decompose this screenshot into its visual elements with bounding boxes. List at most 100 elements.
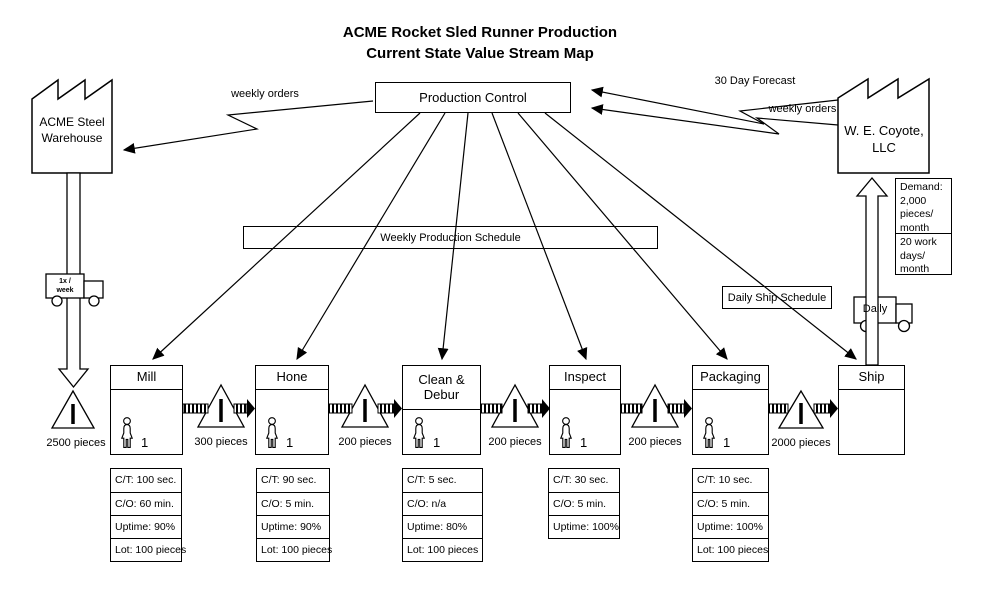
push-arrow-packaging-ship: [767, 399, 838, 418]
demand-line3: pieces/: [900, 208, 934, 220]
map-title-line2: Current State Value Stream Map: [366, 45, 594, 62]
schedule-arrow-packaging: [517, 112, 728, 360]
demand-cell-1: Demand: 2,000 pieces/ month: [896, 179, 951, 234]
process-box-hone: Hone 1: [255, 365, 329, 455]
weekly-orders-left-label: weekly orders: [231, 88, 299, 100]
data-row: C/O: 60 min.: [111, 492, 181, 515]
daily-ship-schedule-box: Daily Ship Schedule: [722, 286, 832, 309]
weekly-orders-right-label: weekly orders: [768, 103, 837, 115]
demand-line4: month: [900, 221, 930, 234]
push-arrow-mill-hone: [182, 399, 255, 418]
weekly-truck-icon: [45, 273, 104, 307]
data-row: C/T: 10 sec.: [697, 474, 753, 486]
data-row: Lot: 100 pieces: [403, 538, 482, 561]
data-box-hone: C/T: 90 sec. C/O: 5 min. Uptime: 90% Lot…: [256, 468, 332, 562]
demand-cell-2: 20 work days/ month: [896, 234, 951, 277]
supplier-factory-icon: [31, 78, 113, 174]
operator: 1: [701, 417, 730, 449]
schedule-arrow-inspect: [491, 112, 588, 361]
weekly-production-schedule-box: Weekly Production Schedule: [243, 226, 658, 249]
data-row: C/O: 5 min.: [257, 492, 329, 515]
daily-truck-label: Daily: [862, 303, 888, 315]
data-row: Lot: 100 pieces: [257, 538, 332, 561]
weekly-orders-left-arrow: [122, 100, 374, 154]
process-name: Clean & Debur: [403, 366, 480, 410]
process-box-clean-debur: Clean & Debur 1: [402, 365, 481, 455]
process-name: Mill: [111, 366, 182, 390]
workdays-line3: month: [900, 263, 930, 275]
inventory-triangle-1: [196, 383, 246, 428]
operator-count: 1: [580, 435, 588, 450]
data-row: Uptime: 80%: [403, 515, 482, 538]
operator: 1: [264, 417, 293, 449]
process-box-ship: Ship: [838, 365, 905, 455]
operator: 1: [411, 417, 440, 449]
schedule-arrow-ship: [544, 112, 857, 360]
data-row: C/O: n/a: [403, 492, 482, 515]
process-box-mill: Mill 1: [110, 365, 183, 455]
push-arrow-cleandebur-inspect: [479, 399, 550, 418]
weekly-orders-right-arrow: [590, 104, 839, 135]
weekly-truck-label: 1x / week: [46, 277, 84, 295]
data-row: C/T: 5 sec.: [407, 474, 457, 486]
inventory-triangle-raw: [50, 389, 96, 429]
inventory-triangle-3: [490, 383, 540, 428]
data-row: C/T: 30 sec.: [553, 474, 609, 486]
data-row: Lot: 100 pieces: [693, 538, 768, 561]
operator-count: 1: [141, 435, 149, 450]
data-row: Uptime: 90%: [111, 515, 181, 538]
weekly-truck-line2: week: [56, 287, 74, 294]
process-name: Ship: [839, 366, 904, 390]
forecast-30day-arrow: [590, 86, 839, 125]
inventory-triangle-2: [340, 383, 390, 428]
supplier-name-line2: Warehouse: [41, 131, 103, 145]
inventory-label-3: 200 pieces: [488, 436, 542, 448]
demand-line1: Demand:: [900, 181, 943, 193]
customer-label: W. E. Coyote, LLC: [839, 122, 929, 156]
process-name: Packaging: [693, 366, 768, 390]
inventory-triangle-4: [630, 383, 680, 428]
supplier-label: ACME Steel Warehouse: [33, 114, 111, 146]
customer-name-line1: W. E. Coyote,: [844, 123, 924, 138]
inventory-label-2: 200 pieces: [338, 436, 392, 448]
inventory-label-1: 300 pieces: [194, 436, 248, 448]
operator: 1: [558, 417, 587, 449]
inventory-label-4: 200 pieces: [628, 436, 682, 448]
production-control-box: Production Control: [375, 82, 571, 113]
customer-name-line2: LLC: [872, 140, 896, 155]
data-box-inspect: C/T: 30 sec. C/O: 5 min. Uptime: 100%: [548, 468, 620, 539]
data-box-mill: C/T: 100 sec. C/O: 60 min. Uptime: 90% L…: [110, 468, 186, 562]
process-box-inspect: Inspect 1: [549, 365, 621, 455]
schedule-arrow-hone: [296, 112, 446, 361]
operator-count: 1: [286, 435, 294, 450]
weekly-truck-line1: 1x /: [59, 278, 71, 285]
demand-line2: 2,000: [900, 194, 927, 207]
process-box-packaging: Packaging 1: [692, 365, 769, 455]
data-row: C/O: 5 min.: [549, 492, 619, 515]
workdays-line2: days/: [900, 249, 926, 262]
schedule-arrow-clean-debur: [437, 112, 469, 361]
workdays-line1: 20 work: [900, 236, 937, 248]
operator: 1: [119, 417, 148, 449]
process-name: Inspect: [550, 366, 620, 390]
inventory-triangle-5: [777, 389, 825, 429]
data-row: Uptime: 100%: [549, 515, 619, 538]
supplier-name-line1: ACME Steel: [39, 115, 105, 129]
data-box-clean-debur: C/T: 5 sec. C/O: n/a Uptime: 80% Lot: 10…: [402, 468, 483, 562]
push-arrow-hone-cleandebur: [327, 399, 402, 418]
forecast-30day-label: 30 Day Forecast: [714, 75, 796, 87]
customer-shipment-arrow: [855, 176, 889, 366]
data-row: C/T: 100 sec.: [115, 474, 177, 486]
data-row: Uptime: 90%: [257, 515, 329, 538]
operator-count: 1: [433, 435, 441, 450]
data-row: C/O: 5 min.: [693, 492, 768, 515]
data-box-packaging: C/T: 10 sec. C/O: 5 min. Uptime: 100% Lo…: [692, 468, 769, 562]
inventory-label-5: 2000 pieces: [771, 437, 831, 449]
demand-box: Demand: 2,000 pieces/ month 20 work days…: [895, 178, 952, 275]
data-row: Lot: 100 pieces: [111, 538, 186, 561]
customer-factory-icon: [837, 77, 930, 174]
inventory-label-raw: 2500 pieces: [46, 437, 106, 449]
schedule-arrow-mill: [152, 112, 421, 360]
data-row: C/T: 90 sec.: [261, 474, 317, 486]
